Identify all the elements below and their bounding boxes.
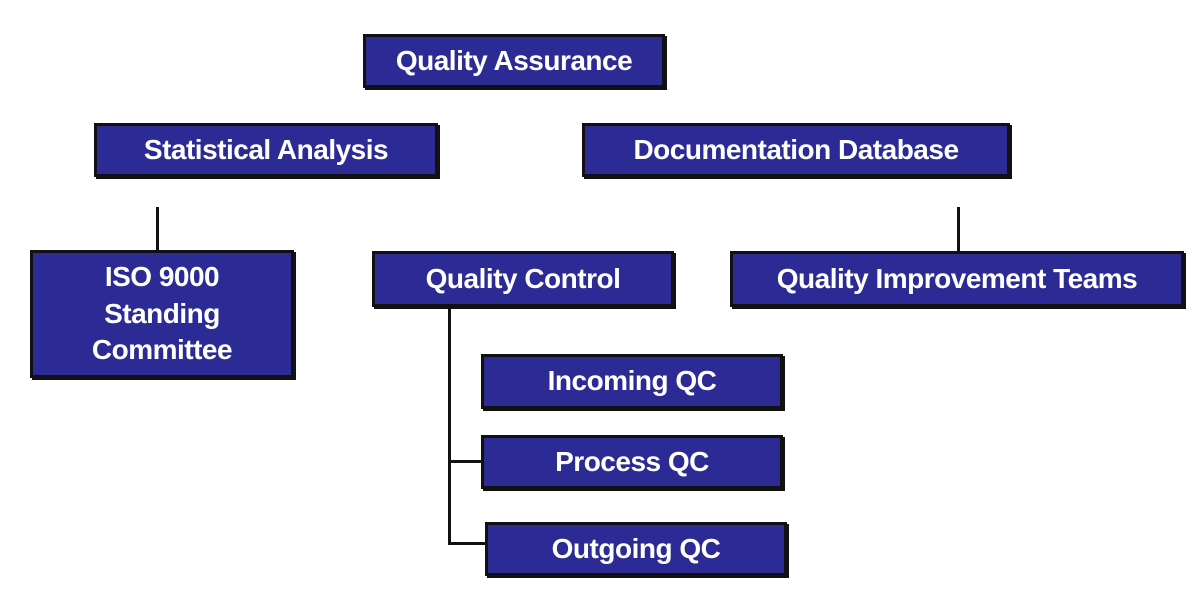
box-process-qc: Process QC bbox=[481, 435, 783, 489]
box-quality-assurance: Quality Assurance bbox=[363, 34, 665, 88]
connector-quality-control-trunk bbox=[448, 305, 451, 545]
box-incoming-qc: Incoming QC bbox=[481, 354, 783, 409]
connector-documentation-to-improvement bbox=[957, 207, 960, 251]
box-documentation-database: Documentation Database bbox=[582, 123, 1010, 177]
connector-to-process-qc bbox=[448, 460, 484, 463]
connector-to-outgoing-qc bbox=[448, 542, 488, 545]
box-quality-improvement-teams: Quality Improvement Teams bbox=[730, 251, 1184, 307]
box-quality-control: Quality Control bbox=[372, 251, 674, 307]
box-statistical-analysis: Statistical Analysis bbox=[94, 123, 438, 177]
box-iso-9000-committee: ISO 9000 Standing Committee bbox=[30, 250, 294, 378]
box-outgoing-qc: Outgoing QC bbox=[485, 522, 787, 576]
connector-statistical-to-iso bbox=[156, 207, 159, 251]
